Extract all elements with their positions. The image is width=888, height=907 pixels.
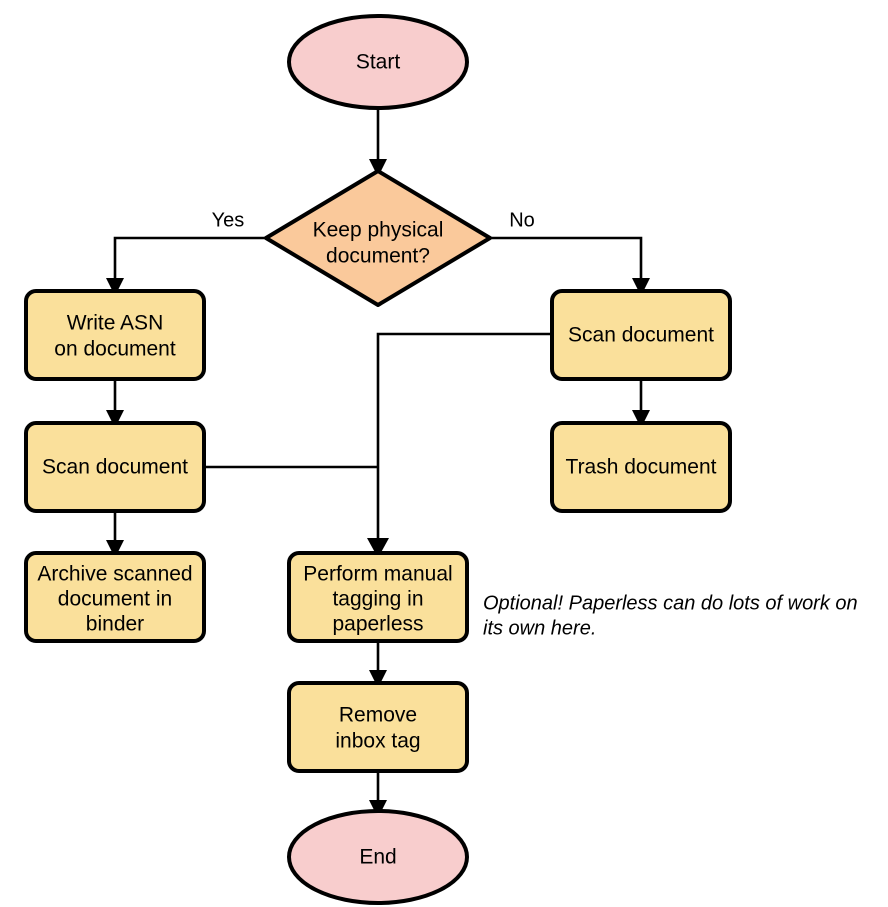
remove-inbox-tag-label-line-1: Remove bbox=[339, 704, 417, 727]
archive-label-line-1: Archive scanned bbox=[37, 563, 192, 586]
start-label: Start bbox=[356, 51, 401, 74]
edge-layer bbox=[106, 108, 650, 818]
scan-document-right-label: Scan document bbox=[568, 324, 714, 347]
annotation-optional-note: Optional! Paperless can do lots of work … bbox=[483, 592, 858, 639]
write-asn-label-line-2: on document bbox=[54, 338, 176, 361]
trash-document-label: Trash document bbox=[566, 456, 717, 479]
archive-label-line-2: document in bbox=[58, 588, 172, 611]
arrowhead-start-to-decision bbox=[369, 159, 387, 177]
tagging-label-line-3: paperless bbox=[332, 613, 423, 636]
edge-label-no: No bbox=[509, 209, 535, 231]
edge-scan-right-to-tagging bbox=[376, 332, 552, 546]
node-archive-scanned-document-in-binder[interactable]: Archive scanned document in binder bbox=[24, 551, 206, 643]
edge-decision-no bbox=[490, 236, 643, 284]
end-label: End bbox=[359, 846, 396, 869]
decision-label-line-2: document? bbox=[326, 245, 430, 268]
start-terminator-shape[interactable] bbox=[287, 14, 469, 110]
arrowhead-decision-no bbox=[632, 278, 650, 296]
scan-document-left-box-shape[interactable] bbox=[24, 421, 206, 513]
annotation-optional-note-line-2: its own here. bbox=[483, 617, 596, 639]
arrowhead-scan-left-to-archive bbox=[106, 540, 124, 558]
scan-document-right-box-shape[interactable] bbox=[550, 289, 732, 381]
arrowhead-merge-to-tagging bbox=[367, 538, 389, 558]
scan-document-left-label: Scan document bbox=[42, 456, 188, 479]
archive-label-line-3: binder bbox=[86, 613, 144, 636]
remove-inbox-tag-box-shape[interactable] bbox=[287, 681, 469, 773]
decision-label-line-1: Keep physical bbox=[313, 219, 444, 242]
node-write-asn-on-document[interactable]: Write ASN on document bbox=[24, 289, 206, 381]
node-perform-manual-tagging-in-paperless[interactable]: Perform manual tagging in paperless bbox=[287, 551, 469, 643]
tagging-label-line-2: tagging in bbox=[332, 588, 423, 611]
arrowhead-write-asn-to-scan-left bbox=[106, 410, 124, 428]
edge-decision-yes bbox=[113, 236, 266, 284]
end-terminator-shape[interactable] bbox=[287, 809, 469, 905]
write-asn-label-line-1: Write ASN bbox=[67, 312, 163, 335]
annotation-optional-note-line-1: Optional! Paperless can do lots of work … bbox=[483, 592, 858, 614]
node-decision-keep-physical-document[interactable]: Keep physical document? bbox=[264, 169, 492, 307]
node-end[interactable]: End bbox=[287, 809, 469, 905]
remove-inbox-tag-label-line-2: inbox tag bbox=[335, 730, 420, 753]
node-scan-document-right[interactable]: Scan document bbox=[550, 289, 732, 381]
tagging-box-shape[interactable] bbox=[287, 551, 469, 643]
archive-box-shape[interactable] bbox=[24, 551, 206, 643]
trash-document-box-shape[interactable] bbox=[550, 421, 732, 513]
arrowhead-tagging-to-remove-inbox bbox=[369, 670, 387, 688]
node-trash-document[interactable]: Trash document bbox=[550, 421, 732, 513]
node-start[interactable]: Start bbox=[287, 14, 469, 110]
write-asn-box-shape[interactable] bbox=[24, 289, 206, 381]
node-remove-inbox-tag[interactable]: Remove inbox tag bbox=[287, 681, 469, 773]
arrowhead-scan-right-to-trash bbox=[632, 410, 650, 428]
tagging-label-line-1: Perform manual bbox=[303, 563, 452, 586]
arrowhead-decision-yes bbox=[106, 278, 124, 296]
edge-label-layer: Yes No bbox=[212, 209, 535, 231]
node-scan-document-left[interactable]: Scan document bbox=[24, 421, 206, 513]
decision-diamond-shape[interactable] bbox=[264, 169, 492, 307]
edge-label-yes: Yes bbox=[212, 209, 245, 231]
